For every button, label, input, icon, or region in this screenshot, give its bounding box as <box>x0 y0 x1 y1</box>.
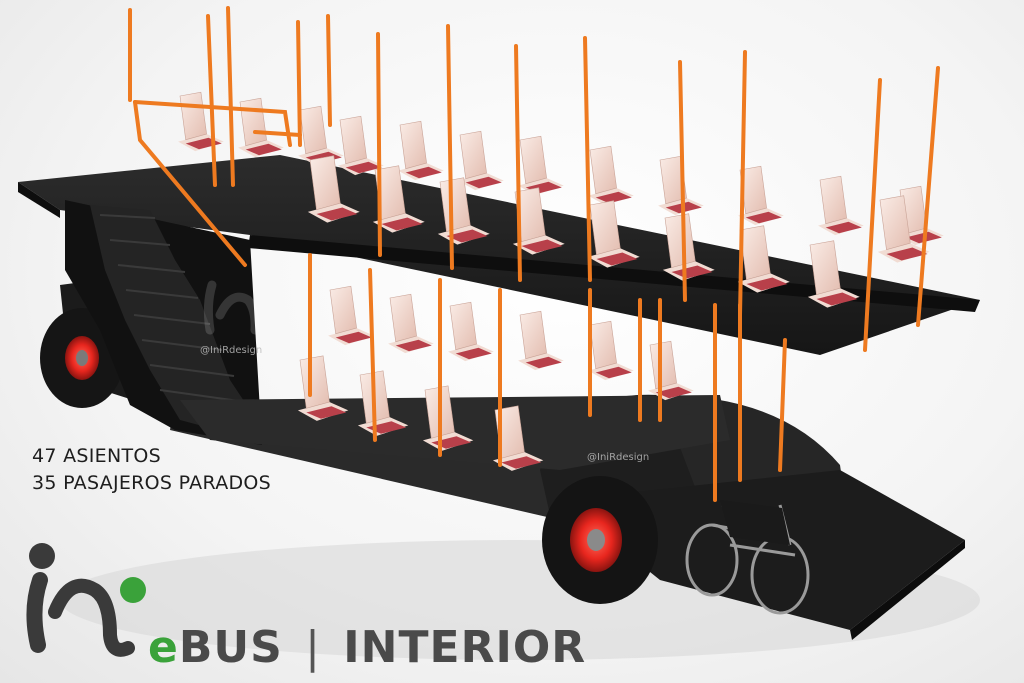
pole <box>916 66 940 327</box>
seat <box>458 130 504 191</box>
rear-platform-edge <box>850 540 965 640</box>
seat <box>338 115 384 176</box>
seat <box>398 120 444 181</box>
wheelchair-seat <box>720 500 790 545</box>
watermark-text: @IniRdesign <box>587 452 650 463</box>
grab-poles <box>128 6 940 502</box>
seat <box>588 145 634 206</box>
seat <box>658 155 704 216</box>
seat <box>648 340 694 401</box>
brand-separator: | <box>305 622 321 673</box>
seat <box>388 293 434 354</box>
rear-wheel <box>542 476 658 604</box>
seat <box>738 165 784 226</box>
pole <box>226 6 235 187</box>
seat <box>492 405 544 471</box>
seat <box>372 165 425 233</box>
pole <box>326 14 332 127</box>
standing-passengers-text: 35 PASAJEROS PARADOS <box>32 472 272 494</box>
lower-deck-seats <box>297 285 694 471</box>
seat <box>238 97 284 158</box>
brand-interior: INTERIOR <box>343 622 587 673</box>
stair-handrail <box>133 100 302 267</box>
seat <box>307 155 360 223</box>
pole <box>583 36 592 282</box>
seat <box>877 195 930 263</box>
pole <box>514 44 522 282</box>
pole <box>678 60 687 302</box>
pole <box>206 14 217 187</box>
inr-logo <box>26 543 146 657</box>
brand-bus: BUS <box>178 622 283 673</box>
staircase <box>65 200 262 445</box>
pole <box>296 20 302 147</box>
seat <box>178 91 224 152</box>
seat <box>448 301 494 362</box>
seat <box>518 135 564 196</box>
pole <box>778 338 787 472</box>
seat <box>588 320 634 381</box>
seat <box>297 355 349 421</box>
seat <box>662 213 715 281</box>
pole <box>863 78 882 352</box>
seat-count-text: 47 ASIENTOS <box>32 445 162 467</box>
brand-e: e <box>148 622 179 673</box>
pole <box>368 268 377 442</box>
seat <box>807 240 860 308</box>
pole <box>738 50 747 317</box>
background-watermark-logo <box>203 280 260 335</box>
seat <box>737 225 790 293</box>
pole <box>376 32 382 257</box>
brand-title: eBUS | INTERIOR <box>148 622 586 673</box>
seat <box>518 310 564 371</box>
seat <box>512 187 565 255</box>
seat <box>298 105 344 166</box>
seat <box>587 200 640 268</box>
seat <box>818 175 864 236</box>
watermark-text: @IniRdesign <box>200 345 263 356</box>
pole <box>446 24 454 270</box>
seat <box>328 285 374 346</box>
